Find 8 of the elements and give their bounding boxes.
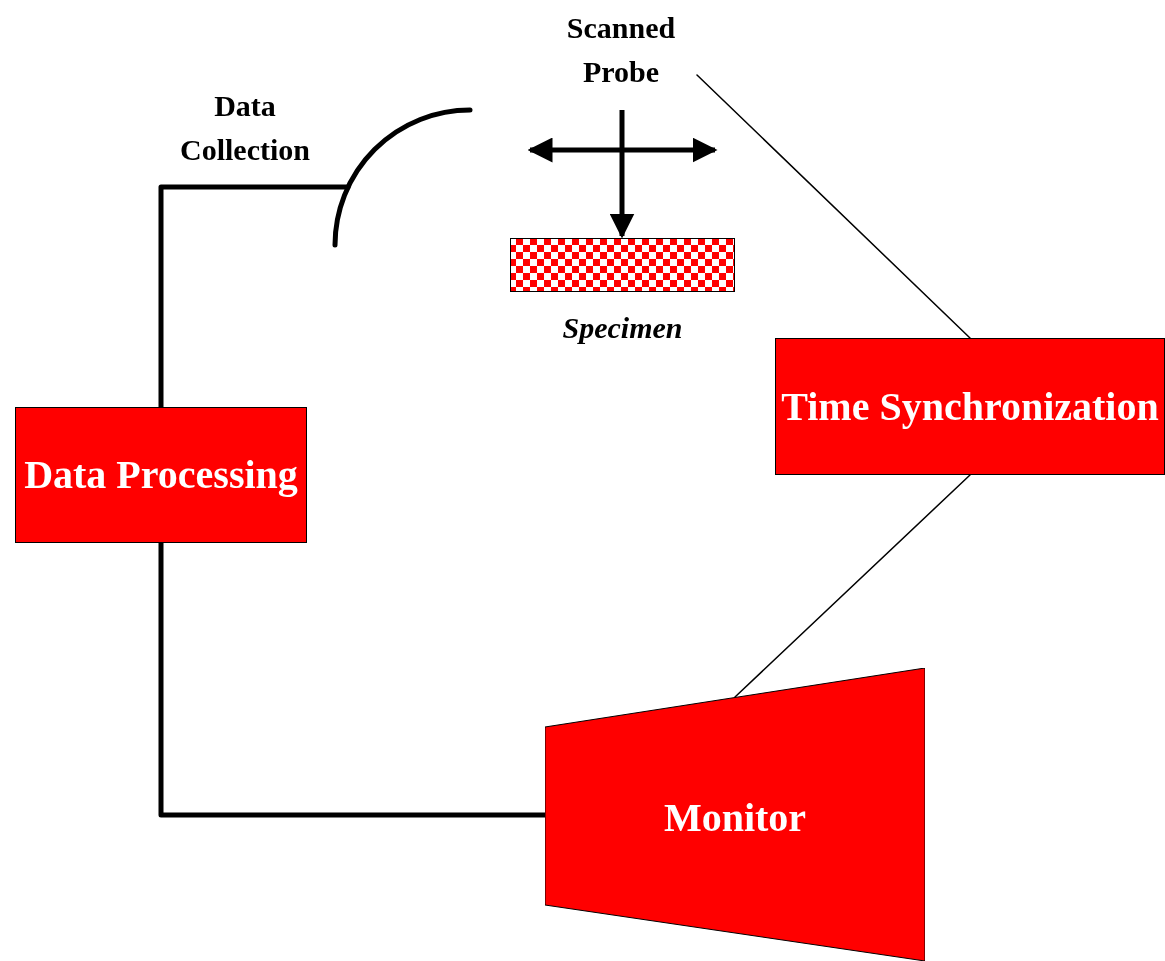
- leader-line: [696, 74, 971, 339]
- monitor-label: Monitor: [662, 794, 808, 842]
- process-box: Data Processing: [15, 407, 307, 543]
- process-box: Time Synchronization: [775, 338, 1165, 475]
- probe-label: Scanned Probe: [541, 6, 701, 88]
- leader-line: [734, 474, 971, 698]
- component-label: Data Collection: [179, 88, 311, 168]
- specimen-caption: Specimen: [561, 310, 684, 346]
